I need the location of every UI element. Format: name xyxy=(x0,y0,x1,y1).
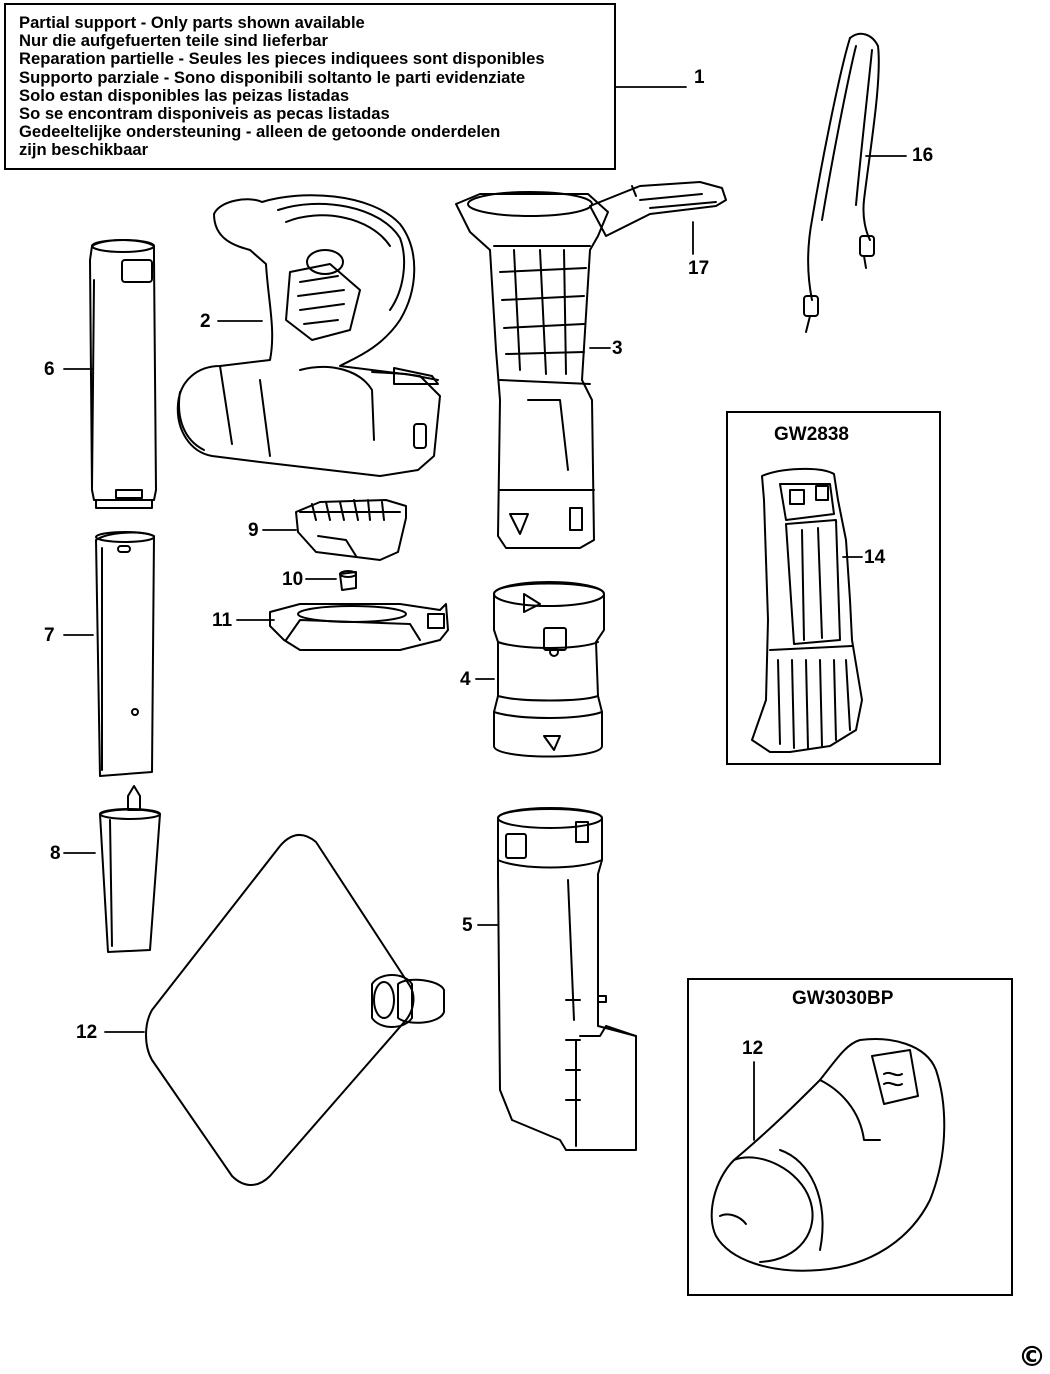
callout-11: 11 xyxy=(212,610,233,631)
callout-6: 6 xyxy=(44,359,55,380)
part-3-fan-housing xyxy=(455,191,609,549)
part-7-middle-tube xyxy=(95,531,155,777)
kit-label-gw3030bp: GW3030BP xyxy=(792,988,894,1009)
kit-box-gw2838 xyxy=(726,411,941,765)
gw3030bp-backpack-bag xyxy=(710,1038,946,1272)
callout-14: 14 xyxy=(864,547,886,568)
part-14-rake xyxy=(751,467,863,753)
callout-4: 4 xyxy=(460,669,471,690)
kit-box-gw3030bp xyxy=(687,978,1013,1296)
part-2-motor-housing xyxy=(176,194,441,477)
partial-support-notice: Partial support - Only parts shown avail… xyxy=(4,3,616,170)
callout-5: 5 xyxy=(462,915,473,936)
notice-line-7: Gedeeltelijke ondersteuning - alleen de … xyxy=(19,122,501,142)
callout-10: 10 xyxy=(282,569,304,590)
notice-line-5: Solo estan disponibles las peizas listad… xyxy=(19,85,350,105)
part-16-shoulder-strap xyxy=(803,32,880,333)
notice-line-3: Reparation partielle - Seules les pieces… xyxy=(19,49,545,69)
part-9-fan xyxy=(295,499,407,561)
notice-line-8: zijn beschikbaar xyxy=(19,140,149,160)
part-10-nut xyxy=(339,570,357,591)
callout-3: 3 xyxy=(612,338,623,359)
notice-line-4: Supporto parziale - Sono disponibili sol… xyxy=(19,67,526,87)
part-12-collection-bag xyxy=(145,834,445,1186)
callout-1: 1 xyxy=(694,67,705,88)
part-5-lower-tube xyxy=(497,807,637,1151)
callout-17: 17 xyxy=(688,258,710,279)
callout-2: 2 xyxy=(200,311,211,332)
part-8-nozzle xyxy=(99,785,161,953)
part-11-base-plate xyxy=(269,603,449,651)
part-4-connector xyxy=(493,581,605,758)
callout-16: 16 xyxy=(912,145,934,166)
callout-12: 12 xyxy=(76,1022,98,1043)
leader-lines xyxy=(63,86,907,1141)
part-6-upper-tube xyxy=(89,239,157,509)
copyright-symbol: © xyxy=(1018,1340,1046,1373)
kit-label-gw2838: GW2838 xyxy=(774,424,849,445)
notice-line-2: Nur die aufgefuerten teile sind lieferba… xyxy=(19,31,328,51)
callout-8: 8 xyxy=(50,843,61,864)
notice-line-1: Partial support - Only parts shown avail… xyxy=(19,13,365,32)
part-17-handle xyxy=(589,181,727,237)
notice-line-6: So se encontram disponiveis as pecas lis… xyxy=(19,104,390,124)
callout-7: 7 xyxy=(44,625,55,646)
callout-12-bag: 12 xyxy=(742,1038,764,1059)
callout-9: 9 xyxy=(248,520,259,541)
